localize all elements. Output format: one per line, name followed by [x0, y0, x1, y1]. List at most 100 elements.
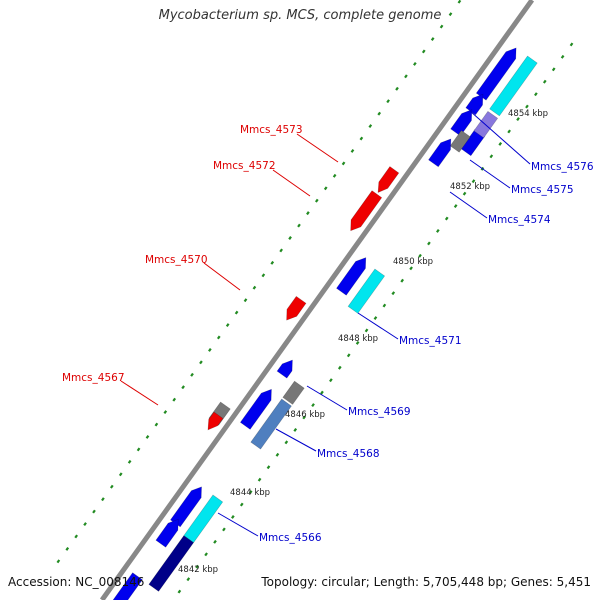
scale-dot [204, 552, 208, 557]
scale-dot [216, 335, 221, 340]
scale-dot [439, 24, 444, 29]
scale-dot [163, 410, 168, 415]
scale-dot [364, 328, 369, 333]
scale-dot [404, 74, 408, 79]
leader-line-reverse [272, 169, 311, 197]
gene-label-reverse: Mmcs_4572 [213, 160, 276, 172]
leader-line-reverse [120, 380, 159, 406]
scale-dot [323, 186, 328, 191]
leader-line-forward [275, 428, 317, 452]
scale-dot [231, 515, 235, 519]
scale-dot [368, 124, 373, 129]
gene-arrow-5 [449, 129, 471, 153]
scale-dot [136, 447, 141, 452]
leader-line-forward [469, 110, 531, 165]
gene-label-reverse: Mmcs_4573 [240, 124, 303, 136]
scale-dot [569, 42, 574, 47]
scale-dot [279, 248, 283, 253]
scale-tick-label: 4852 kbp [450, 182, 490, 192]
scale-dot [418, 253, 422, 258]
gene-arrow-18 [207, 411, 224, 431]
scale-dot [320, 390, 324, 395]
gene-arrow-10 [336, 257, 367, 296]
gene-label-reverse: Mmcs_4570 [145, 254, 208, 266]
scale-dot [444, 216, 449, 221]
scale-dot [181, 385, 185, 390]
gene-label-forward: Mmcs_4575 [511, 184, 574, 196]
gene-arrow-7 [428, 138, 452, 168]
scale-dot [382, 303, 387, 308]
scale-dot [118, 472, 123, 477]
scale-dot [542, 79, 547, 84]
scale-dot [525, 104, 529, 109]
scale-dot [489, 154, 494, 159]
scale-dot [560, 54, 565, 59]
leader-line-forward [469, 159, 511, 189]
gene-label-forward: Mmcs_4569 [348, 406, 411, 418]
scale-dot [172, 397, 177, 402]
scale-dot [359, 136, 364, 141]
scale-dot [74, 534, 79, 539]
scale-dot [225, 323, 230, 327]
scale-dot [208, 347, 212, 352]
gene-label-forward: Mmcs_4568 [317, 448, 380, 460]
scale-dot [293, 427, 298, 432]
scale-dot [288, 236, 292, 240]
scale-dot [234, 310, 239, 315]
scale-dot [297, 223, 301, 228]
scale-dot [261, 273, 266, 278]
scale-dot [400, 278, 405, 283]
scale-dot [448, 12, 453, 17]
scale-dot [199, 360, 203, 365]
scale-dot [186, 577, 191, 582]
leader-line-forward [217, 512, 259, 537]
gene-arrow-16 [250, 398, 292, 450]
scale-dot [266, 465, 271, 470]
scale-dot [332, 173, 337, 178]
gene-arrow-22 [148, 535, 194, 592]
scale-dot [377, 111, 382, 116]
scale-dot [498, 141, 503, 146]
gene-arrow-14 [282, 380, 305, 405]
leader-line-reverse [203, 262, 241, 291]
scale-dot [314, 198, 319, 203]
scale-tick-label: 4844 kbp [230, 488, 270, 498]
gene-label-forward: Mmcs_4571 [399, 335, 462, 347]
scale-dot [462, 191, 467, 196]
scale-dot [257, 477, 262, 482]
scale-dot [248, 490, 253, 495]
scale-tick-label: 4854 kbp [508, 109, 548, 119]
scale-dot [421, 49, 426, 54]
backbone-line [99, 0, 535, 600]
scale-dot [427, 241, 431, 246]
scale-dot [65, 546, 70, 551]
scale-dot [471, 179, 476, 184]
scale-dot [516, 117, 520, 121]
scale-dot [302, 415, 306, 420]
gene-label-reverse: Mmcs_4567 [62, 372, 125, 384]
scale-dot [177, 589, 182, 594]
scale-tick-label: 4848 kbp [338, 334, 378, 344]
scale-tick-label: 4842 kbp [178, 565, 218, 575]
gene-arrow-9 [350, 190, 383, 232]
gene-arrow-2 [465, 93, 484, 116]
scale-dot [306, 211, 310, 216]
scale-dot [145, 435, 150, 439]
gene-labels: Mmcs_4576Mmcs_4575Mmcs_4574Mmcs_4571Mmcs… [62, 124, 594, 544]
gene-label-forward: Mmcs_4574 [488, 214, 551, 226]
scale-dot [222, 527, 226, 532]
gene-label-forward: Mmcs_4576 [531, 161, 594, 173]
leader-line-reverse [296, 133, 339, 163]
scale-dot [507, 129, 511, 134]
scale-dot [391, 291, 396, 296]
scale-dot [337, 365, 342, 370]
scale-dot [409, 266, 413, 271]
scale-dot [213, 539, 217, 544]
scale-dot [551, 67, 556, 72]
scale-dot [101, 497, 105, 502]
scale-dot [355, 340, 360, 345]
gene-arrow-0 [475, 47, 517, 101]
